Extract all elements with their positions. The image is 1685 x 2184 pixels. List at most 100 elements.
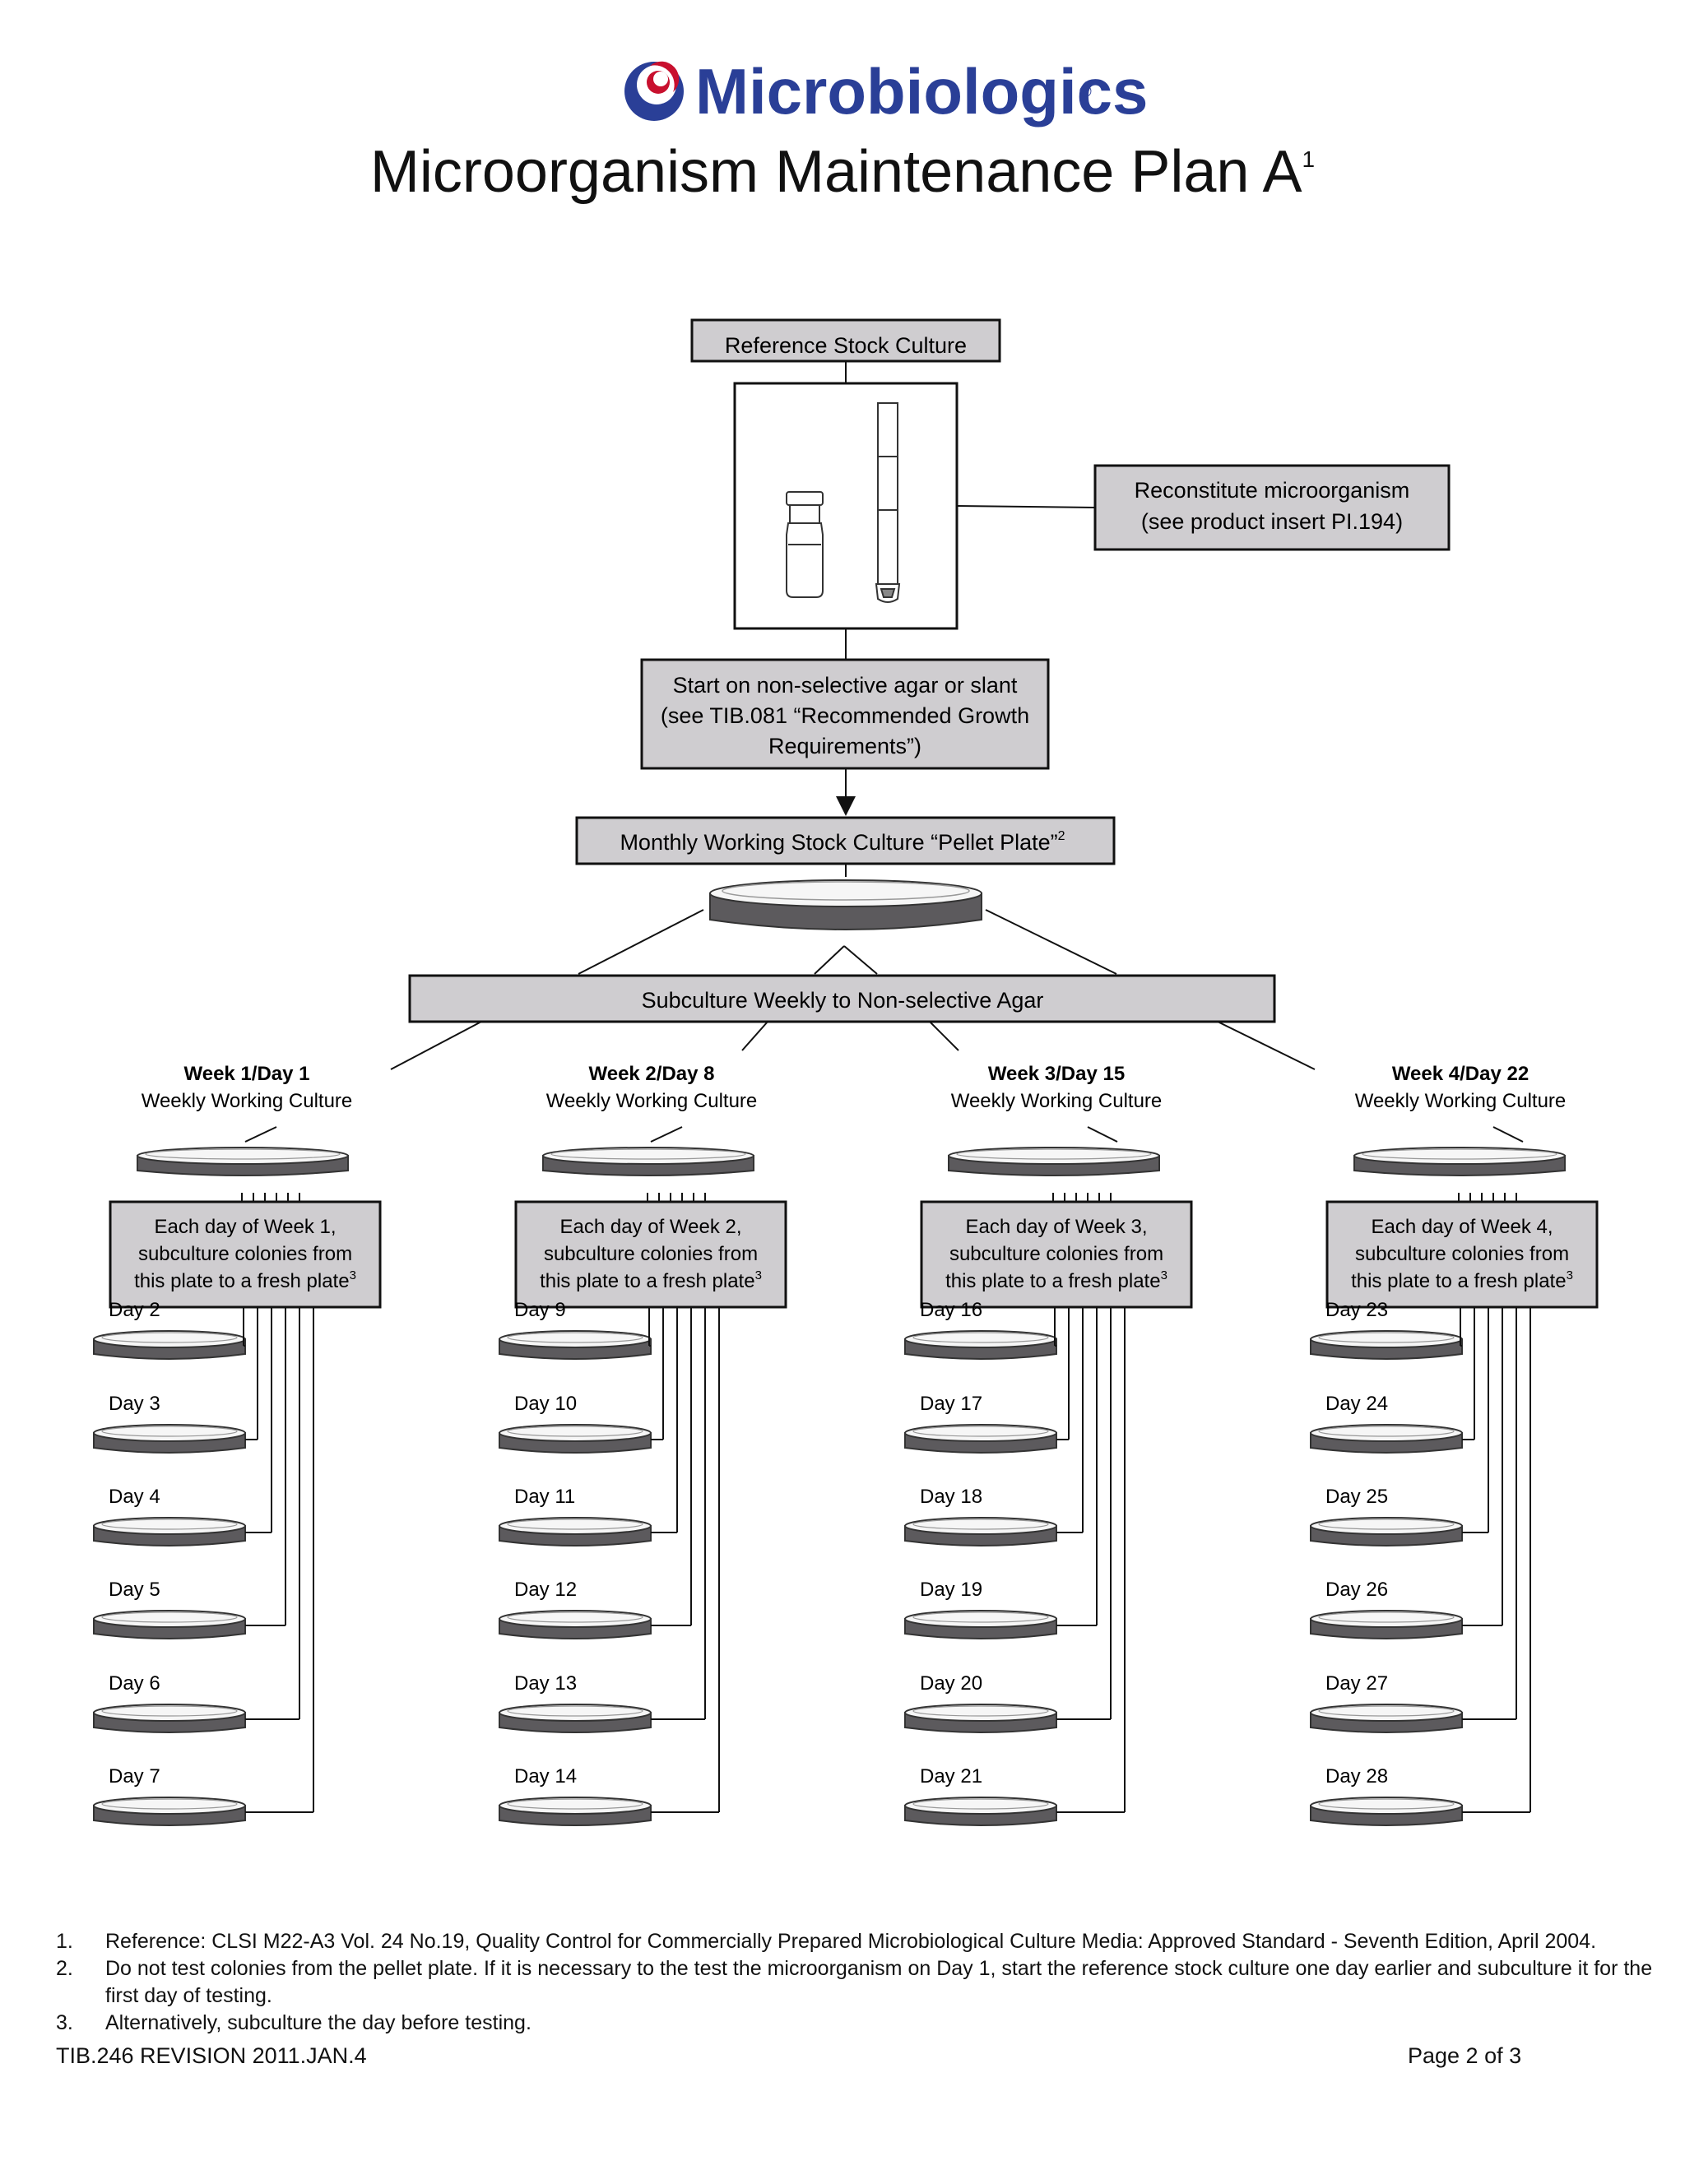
week-instruction-line: Each day of Week 4, [1371, 1216, 1553, 1238]
footnote-1: 1. Reference: CLSI M22-A3 Vol. 24 No.19,… [56, 1928, 1636, 1955]
week-instruction-box [109, 1200, 382, 1309]
day-label: Day 26 [1325, 1579, 1388, 1601]
day-label: Day 24 [1325, 1393, 1388, 1415]
day-label: Day 21 [920, 1765, 982, 1788]
reference-stock-box [690, 318, 1001, 363]
week-instruction-box [920, 1200, 1193, 1309]
start-agar-line-2: (see TIB.081 “Recommended Growth [661, 703, 1029, 728]
day-plate-icon [93, 1330, 246, 1360]
day-plate-icon [93, 1704, 246, 1733]
footnote-2-text: Do not test colonies from the pellet pla… [105, 1957, 1653, 2007]
day-label: Day 28 [1325, 1765, 1388, 1788]
week-subheading: Weekly Working Culture [142, 1090, 353, 1112]
day-label: Day 19 [920, 1579, 982, 1601]
logo-mark-icon [624, 61, 684, 121]
day-plate-icon [93, 1797, 246, 1826]
tube-icon [875, 402, 901, 603]
week-heading: Week 4/Day 22 [1392, 1063, 1529, 1085]
start-agar-box [640, 658, 1050, 770]
day-plate-icon [1310, 1610, 1463, 1639]
day-plate-icon [93, 1517, 246, 1546]
day-label: Day 10 [514, 1393, 577, 1415]
doc-id: TIB.246 REVISION 2011.JAN.4 [56, 2043, 367, 2068]
weekly-culture-plate-icon [948, 1147, 1160, 1176]
day-label: Day 18 [920, 1486, 982, 1508]
footnote-2: 2. Do not test colonies from the pellet … [56, 1955, 1652, 2010]
week-instruction-line: this plate to a fresh plate3 [1351, 1268, 1573, 1292]
day-plate-icon [1310, 1517, 1463, 1546]
day-plate-icon [93, 1610, 246, 1639]
weekly-subculture-label: Subculture Weekly to Non-selective Agar [642, 988, 1044, 1013]
week-subheading: Weekly Working Culture [951, 1090, 1163, 1112]
day-label: Day 20 [920, 1672, 982, 1695]
pellet-plate-box [575, 816, 1116, 865]
reconstitute-line-1: Reconstitute microorganism [1135, 478, 1410, 503]
reconstitute-box [1093, 464, 1451, 551]
day-label: Day 27 [1325, 1672, 1388, 1695]
day-label: Day 3 [109, 1393, 160, 1415]
day-label: Day 17 [920, 1393, 982, 1415]
page-number: Page 2 of 3 [1408, 2043, 1522, 2068]
day-label: Day 12 [514, 1579, 577, 1601]
weekly-culture-plate-icon [542, 1147, 754, 1176]
day-plate-icon [1310, 1797, 1463, 1826]
day-plate-icon [904, 1330, 1057, 1360]
day-label: Day 2 [109, 1299, 160, 1321]
week-instruction-line: subculture colonies from [544, 1243, 758, 1265]
day-plate-icon [904, 1424, 1057, 1454]
day-plate-icon [904, 1517, 1057, 1546]
week-instruction-line: this plate to a fresh plate3 [945, 1268, 1167, 1292]
pellet-plate-dish-icon [709, 879, 982, 930]
day-plate-icon [1310, 1424, 1463, 1454]
day-plate-icon [93, 1424, 246, 1454]
week-instruction-line: subculture colonies from [1355, 1243, 1569, 1265]
day-label: Day 5 [109, 1579, 160, 1601]
week-heading: Week 2/Day 8 [589, 1063, 715, 1085]
day-label: Day 13 [514, 1672, 577, 1695]
footnote-3: 3. Alternatively, subculture the day bef… [56, 2010, 1636, 2037]
vial-icon [786, 491, 824, 598]
footnote-1-text: Reference: CLSI M22-A3 Vol. 24 No.19, Qu… [105, 1930, 1597, 1953]
week-instruction-line: subculture colonies from [138, 1243, 352, 1265]
week-instruction-line: this plate to a fresh plate3 [134, 1268, 356, 1292]
day-plate-icon [499, 1704, 652, 1733]
day-plate-icon [904, 1704, 1057, 1733]
week-subheading: Weekly Working Culture [546, 1090, 758, 1112]
day-plate-icon [904, 1797, 1057, 1826]
reference-stock-label: Reference Stock Culture [725, 333, 967, 358]
week-instruction-box [514, 1200, 787, 1309]
day-plate-icon [904, 1610, 1057, 1639]
weekly-culture-plate-icon [137, 1147, 349, 1176]
day-label: Day 16 [920, 1299, 982, 1321]
footnote-3-number: 3. [56, 2011, 73, 2034]
day-label: Day 14 [514, 1765, 577, 1788]
day-label: Day 9 [514, 1299, 566, 1321]
day-label: Day 4 [109, 1486, 160, 1508]
start-agar-line-3: Requirements”) [768, 734, 921, 758]
day-label: Day 25 [1325, 1486, 1388, 1508]
weekly-culture-plate-icon [1353, 1147, 1566, 1176]
week-instruction-line: Each day of Week 2, [559, 1216, 741, 1238]
logo-wordmark: Microbiologics [695, 55, 1148, 128]
week-instruction-line: this plate to a fresh plate3 [540, 1268, 762, 1292]
reconstitute-line-2: (see product insert PI.194) [1141, 509, 1403, 534]
page-title: Microorganism Maintenance Plan A1 [370, 139, 1315, 205]
week-instruction-box [1325, 1200, 1599, 1309]
footnote-3-text: Alternatively, subculture the day before… [105, 2011, 531, 2034]
day-label: Day 7 [109, 1765, 160, 1788]
footnote-1-number: 1. [56, 1930, 73, 1953]
day-plate-icon [499, 1797, 652, 1826]
day-label: Day 23 [1325, 1299, 1388, 1321]
day-label: Day 6 [109, 1672, 160, 1695]
week-instruction-line: subculture colonies from [949, 1243, 1163, 1265]
start-agar-line-1: Start on non-selective agar or slant [673, 673, 1018, 698]
day-plate-icon [499, 1330, 652, 1360]
week-heading: Week 3/Day 15 [988, 1063, 1125, 1085]
